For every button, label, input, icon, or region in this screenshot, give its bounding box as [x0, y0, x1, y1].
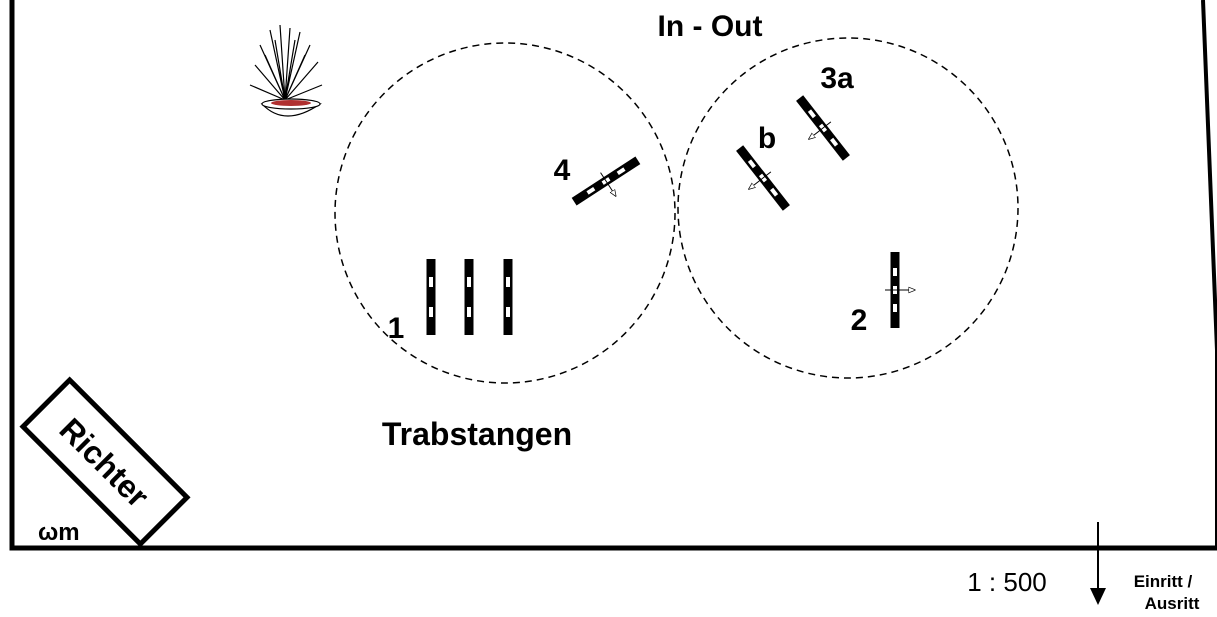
obstacle-3b-jump — [736, 145, 790, 211]
scale-label: 1 : 500 — [967, 567, 1047, 597]
entry-exit-arrow — [1090, 522, 1106, 605]
circle-right — [677, 37, 1019, 379]
arena-border-right — [1201, 0, 1217, 548]
obstacle-1-poles — [426, 259, 513, 335]
arena-border — [9, 0, 1217, 551]
plant-icon — [249, 24, 323, 117]
course-title: In - Out — [658, 10, 763, 43]
obstacle-2-label: 2 — [851, 304, 868, 337]
obstacle-3a-label: 3a — [820, 62, 854, 95]
corner-mark: ωm — [38, 519, 80, 546]
entry-exit-line2: Ausritt — [1145, 594, 1200, 613]
obstacle-1-label: 1 — [388, 312, 405, 345]
obstacle-4-jump — [571, 156, 641, 206]
obstacle-4-label: 4 — [554, 154, 571, 187]
obstacle-3a-jump — [796, 95, 850, 161]
circle-left — [334, 42, 676, 384]
obstacle-2-jump — [885, 252, 915, 328]
entry-exit-line1: Einritt / — [1134, 572, 1193, 591]
obstacle-3b-label: b — [758, 122, 776, 155]
trot-poles-label: Trabstangen — [382, 416, 572, 452]
